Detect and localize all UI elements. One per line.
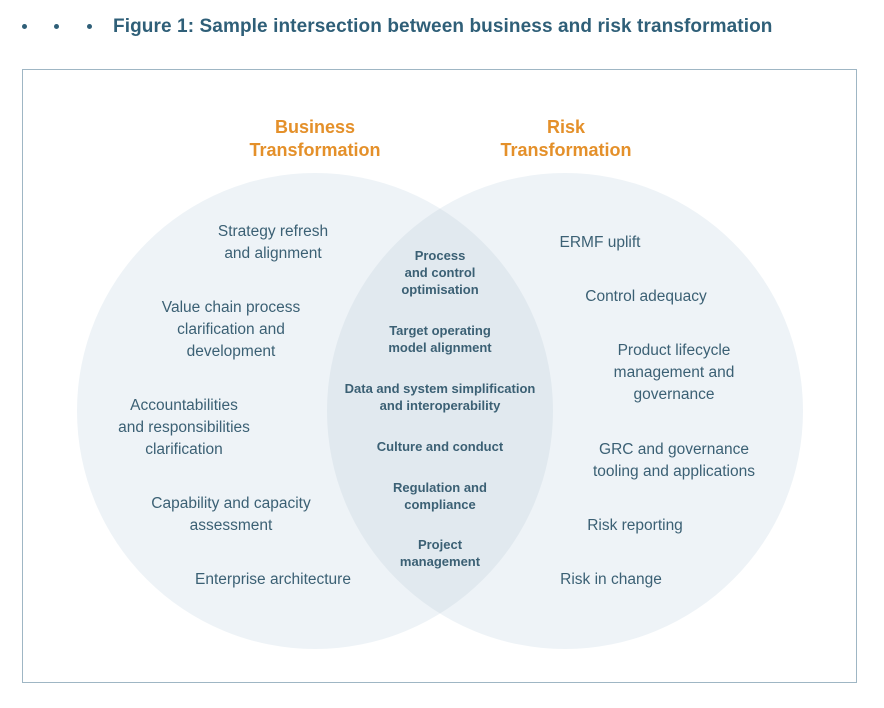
risk-heading: Risk Transformation <box>500 117 632 160</box>
business-item: Enterprise architecture <box>195 571 351 588</box>
business-heading: Business Transformation <box>249 117 381 160</box>
risk-item: Control adequacy <box>585 288 707 305</box>
risk-item: Risk reporting <box>587 517 683 534</box>
intersection-item: Data and system simplification and inter… <box>344 381 536 413</box>
business-item: Accountabilities and responsibilities cl… <box>118 397 250 458</box>
business-item: Capability and capacity assessment <box>151 495 311 534</box>
dot-icon <box>22 24 27 29</box>
risk-item: ERMF uplift <box>559 234 641 251</box>
dot-icon <box>54 24 59 29</box>
intersection-lens <box>327 173 553 649</box>
risk-item: Risk in change <box>560 571 662 588</box>
diagram-frame <box>22 69 857 683</box>
figure-title: Figure 1: Sample intersection between bu… <box>113 16 773 37</box>
intersection-item: Process and control optimisation <box>401 248 479 297</box>
business-item: Value chain process clarification and de… <box>161 299 301 360</box>
intersection-item: Target operating model alignment <box>388 323 492 355</box>
decorative-dots <box>20 17 100 37</box>
intersection-item: Culture and conduct <box>376 439 504 454</box>
business-item: Strategy refresh and alignment <box>217 223 329 262</box>
intersection-item: Regulation and compliance <box>393 480 487 512</box>
dot-icon <box>87 24 92 29</box>
risk-item: Product lifecycle management and governa… <box>613 342 735 403</box>
intersection-item: Project management <box>399 537 481 569</box>
risk-item: GRC and governance tooling and applicati… <box>592 441 755 480</box>
